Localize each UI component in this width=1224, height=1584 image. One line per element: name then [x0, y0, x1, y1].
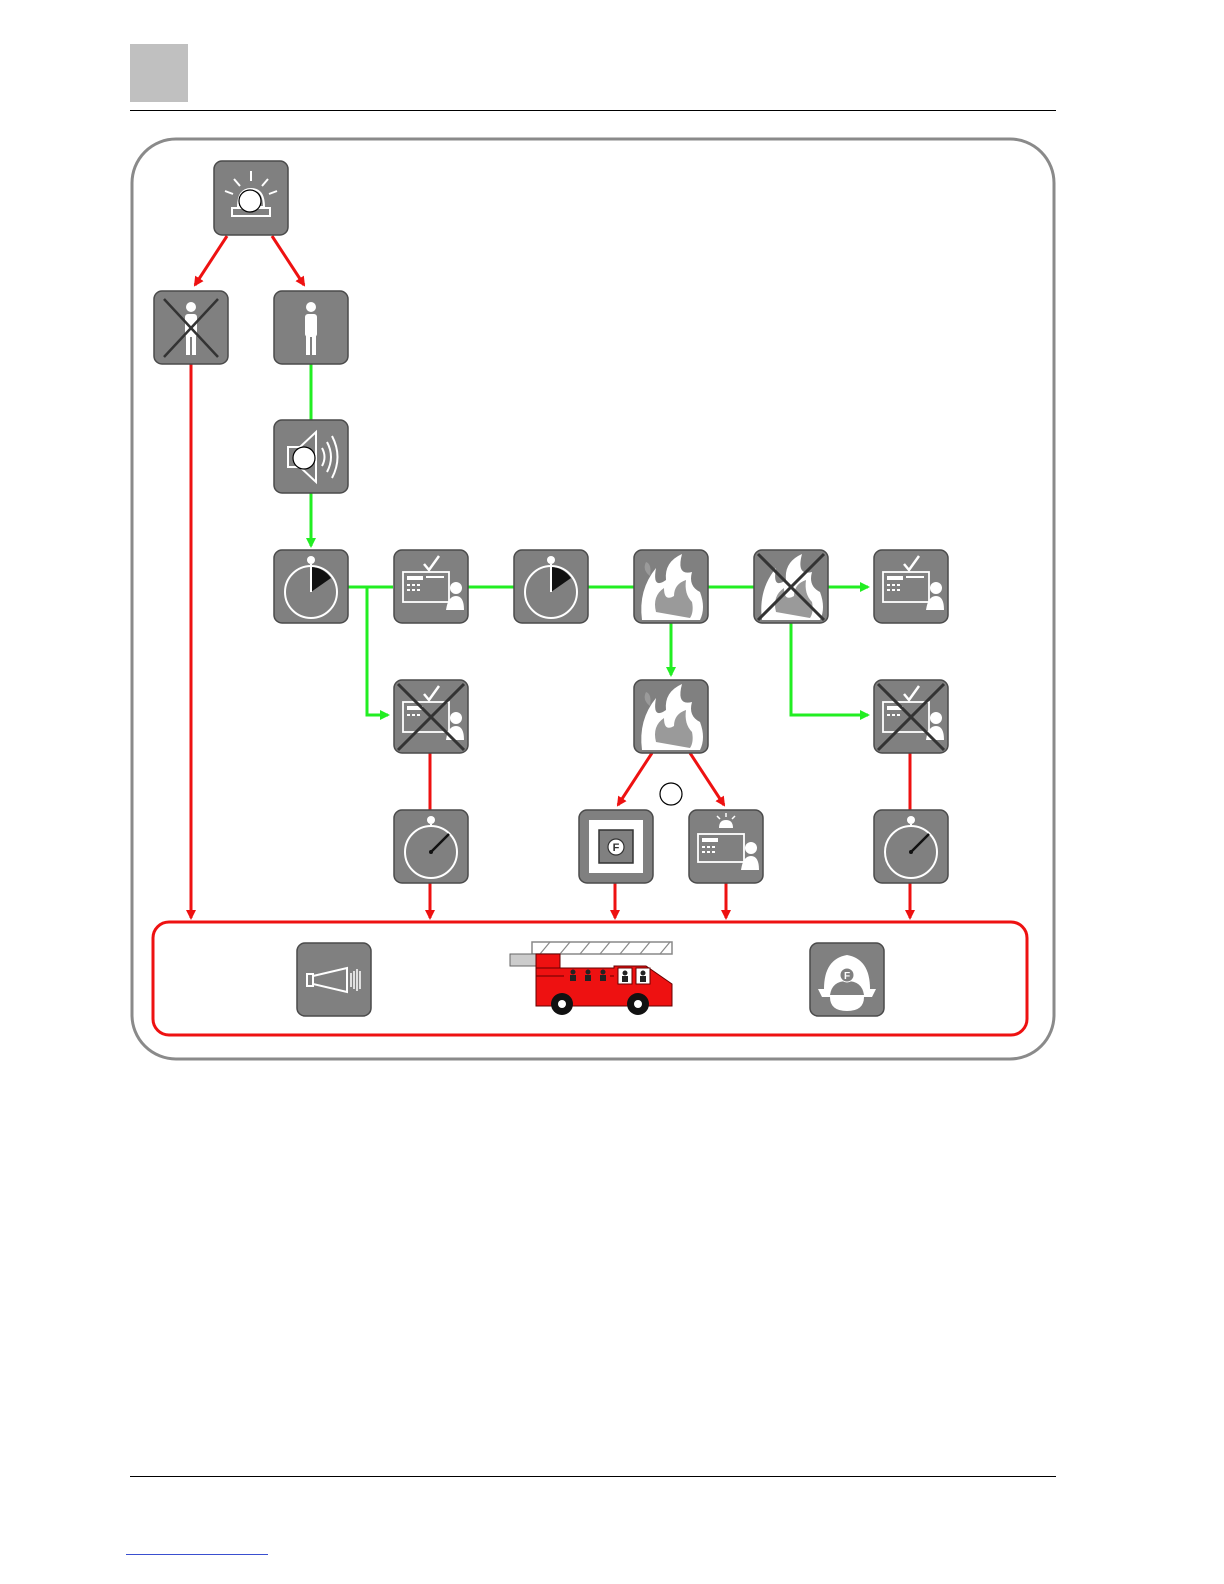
arrow-fire-to-callpoint	[618, 753, 652, 805]
panel-acknowledge-icon	[394, 550, 468, 623]
panel-acknowledge-icon	[874, 550, 948, 623]
panel-alarm-icon	[689, 810, 763, 883]
stopwatch-expired-icon	[394, 810, 468, 883]
person-crossed-icon	[154, 291, 228, 364]
loudspeaker-icon	[274, 420, 348, 493]
flame-icon	[634, 680, 708, 753]
callout-marker	[239, 190, 261, 212]
arrow-branch-to-noack2	[791, 623, 868, 715]
arrow-alarm-to-absent	[195, 236, 227, 285]
callout-marker	[293, 447, 315, 469]
horn-icon	[297, 943, 371, 1016]
arrow-fire-to-panel	[690, 753, 724, 805]
panel-acknowledge-crossed-icon	[874, 680, 948, 753]
normal-path-connectors	[311, 364, 868, 715]
flame-crossed-icon	[754, 550, 828, 623]
arrow-alarm-to-present	[272, 236, 304, 285]
stopwatch-icon	[274, 550, 348, 623]
stopwatch-expired-icon	[874, 810, 948, 883]
svg-text:F: F	[844, 971, 850, 982]
callout-marker	[660, 783, 682, 805]
firefighter-helmet-icon: F	[810, 943, 884, 1016]
fire-truck-icon	[510, 942, 672, 1015]
footer-link-underline[interactable]	[126, 1554, 268, 1555]
svg-text:F: F	[613, 842, 620, 854]
manual-call-point-icon: F	[579, 810, 653, 883]
stopwatch-icon	[514, 550, 588, 623]
arrow-branch-to-noack1	[367, 587, 388, 715]
person-icon	[274, 291, 348, 364]
footer-rule	[130, 1476, 1056, 1477]
beacon-icon	[214, 161, 288, 235]
flame-icon	[634, 550, 708, 623]
panel-acknowledge-crossed-icon	[394, 680, 468, 753]
